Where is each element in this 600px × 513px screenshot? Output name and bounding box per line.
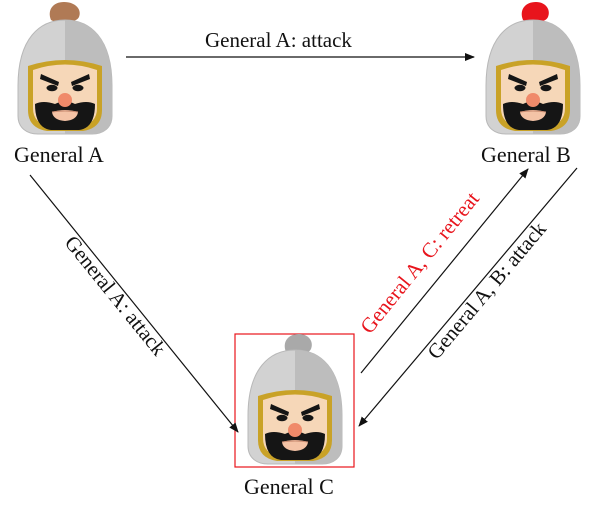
general-b: General B xyxy=(481,2,581,167)
edge-label-a-to-b: General A: attack xyxy=(205,28,352,52)
general-a: General A xyxy=(14,2,113,167)
general-label: General C xyxy=(244,474,334,499)
general-avatar-icon xyxy=(485,19,581,135)
general-c: General C xyxy=(234,333,355,499)
general-label: General B xyxy=(481,142,571,167)
edge-label-a-to-c: General A: attack xyxy=(60,231,171,361)
edge-a-to-c xyxy=(29,174,239,433)
edge-c-to-b xyxy=(360,168,529,374)
general-avatar-icon xyxy=(17,19,113,135)
highlight-box xyxy=(234,333,355,468)
general-avatar-icon xyxy=(247,349,343,465)
edge-b-to-c xyxy=(358,167,578,427)
general-label: General A xyxy=(14,142,104,167)
